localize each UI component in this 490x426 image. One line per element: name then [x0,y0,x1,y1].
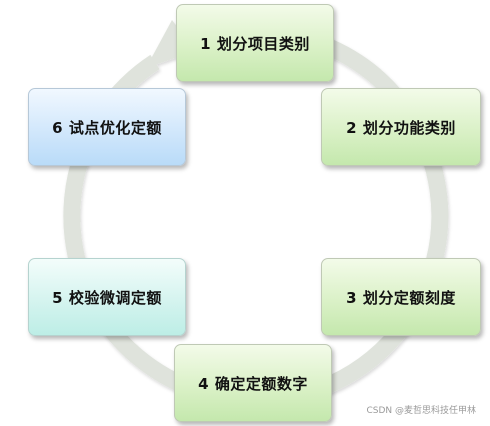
step-box-5: 5 校验微调定额 [28,258,186,336]
step-label-2: 2 划分功能类别 [346,118,456,137]
step-box-2: 2 划分功能类别 [321,88,481,166]
step-box-1: 1 划分项目类别 [176,4,334,82]
step-box-4: 4 确定定额数字 [174,344,332,422]
step-label-5: 5 校验微调定额 [52,288,162,307]
cycle-arrow-head [146,20,196,68]
watermark: CSDN @麦哲思科技任甲林 [366,406,476,416]
step-label-6: 6 试点优化定额 [52,118,162,137]
step-label-3: 3 划分定额刻度 [346,288,456,307]
step-box-3: 3 划分定额刻度 [321,258,481,336]
step-label-1: 1 划分项目类别 [200,34,310,53]
step-label-4: 4 确定定额数字 [198,374,308,393]
step-box-6: 6 试点优化定额 [28,88,186,166]
